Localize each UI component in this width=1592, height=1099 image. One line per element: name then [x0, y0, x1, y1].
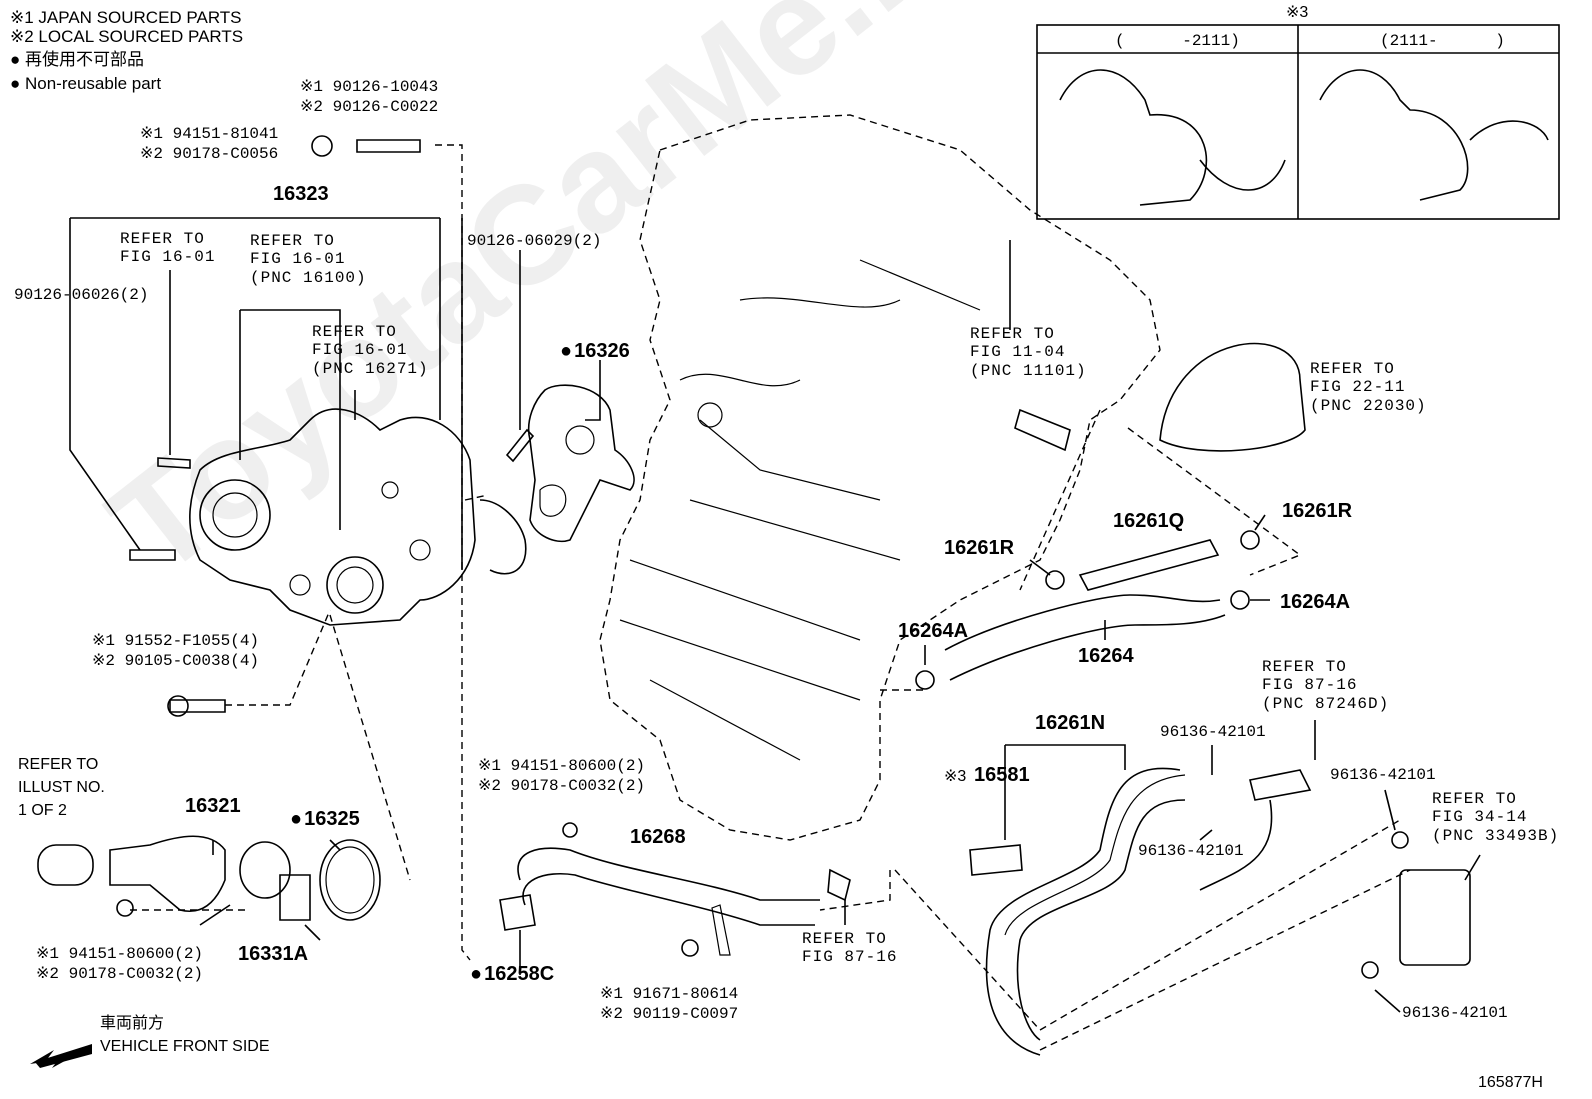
thermostat-group-drawing	[37, 835, 381, 921]
inset-column-left: ( -2111)	[1115, 32, 1240, 50]
label-90126-06029: 90126-06029(2)	[467, 232, 602, 250]
label-96136-42101-right: 96136-42101	[1330, 766, 1436, 784]
label-16323: 16323	[273, 183, 329, 205]
label-96136-42101-mid: 96136-42101	[1138, 842, 1244, 860]
label-90178-C0032-mid: ※2 90178-C0032(2)	[478, 777, 646, 795]
label-91671-80614: ※1 91671-80614	[600, 985, 739, 1003]
label-16268: 16268	[630, 826, 686, 848]
vehicle-front-en: VEHICLE FRONT SIDE	[100, 1038, 270, 1055]
label-90178-C0056: ※2 90178-C0056	[140, 145, 279, 163]
refer-illust-no: REFER TO ILLUST NO. 1 OF 2	[18, 756, 105, 820]
label-94151-80600-mid: ※1 94151-80600(2)	[478, 757, 646, 775]
pipe-16268-drawing	[499, 822, 851, 957]
label-90105-C0038: ※2 90105-C0038(4)	[92, 652, 260, 670]
label-16264A-right: 16264A	[1280, 591, 1351, 613]
refer-fig-87-16-bottom: REFER TO FIG 87-16	[802, 930, 898, 967]
engine-block-drawing	[599, 114, 1161, 841]
note-japan-sourced: ※1 JAPAN SOURCED PARTS	[10, 8, 242, 27]
label-16581: 16581	[974, 764, 1030, 786]
label-90126-C0022: ※2 90126-C0022	[300, 98, 439, 116]
label-16326: 16326	[560, 340, 630, 363]
label-16261R-left: 16261R	[944, 537, 1015, 559]
label-90178-C0032-left: ※2 90178-C0032(2)	[36, 965, 204, 983]
label-96136-42101-bottom: 96136-42101	[1402, 1004, 1508, 1022]
label-90119-C0097: ※2 90119-C0097	[600, 1005, 739, 1023]
label-91552-F1055: ※1 91552-F1055(4)	[92, 632, 260, 650]
label-16321: 16321	[185, 795, 241, 817]
label-96136-42101-top: 96136-42101	[1160, 723, 1266, 741]
refer-fig-22-11: REFER TO FIG 22-11 (PNC 22030)	[1310, 360, 1427, 415]
label-16325: 16325	[290, 808, 360, 831]
label-16581-marker: ※3	[944, 768, 967, 785]
label-16261R-right: 16261R	[1282, 500, 1353, 522]
label-16258C: 16258C	[470, 963, 554, 986]
inset-marker: ※3	[1286, 4, 1309, 21]
vehicle-front-arrow-drawing	[30, 1044, 92, 1068]
label-16261Q: 16261Q	[1113, 510, 1185, 532]
label-16264: 16264	[1078, 645, 1134, 667]
note-non-reusable-en: ● Non-reusable part	[10, 74, 162, 93]
refer-fig-16-01-c: REFER TO FIG 16-01 (PNC 16271)	[312, 323, 429, 378]
refer-fig-11-04: REFER TO FIG 11-04 (PNC 11101)	[970, 325, 1087, 380]
label-94151-81041: ※1 94151-81041	[140, 125, 279, 143]
note-non-reusable-jp: ● 再使用不可部品	[10, 50, 144, 69]
label-90126-06026: 90126-06026(2)	[14, 286, 149, 304]
label-94151-80600-left: ※1 94151-80600(2)	[36, 945, 204, 963]
leader-lines	[69, 144, 1481, 1051]
label-16261N: 16261N	[1035, 712, 1106, 734]
note-local-sourced: ※2 LOCAL SOURCED PARTS	[10, 27, 244, 46]
refer-fig-87-16-right: REFER TO FIG 87-16 (PNC 87246D)	[1262, 658, 1390, 713]
hoses-drawing	[915, 342, 1471, 1056]
label-16264A-left: 16264A	[898, 620, 969, 642]
inset-column-right: (2111- )	[1380, 32, 1505, 50]
refer-fig-16-01-b: REFER TO FIG 16-01 (PNC 16100)	[250, 232, 367, 287]
figure-number: 165877H	[1478, 1074, 1543, 1091]
vehicle-front-jp: 車両前方	[100, 1015, 165, 1032]
bolts-drawing	[129, 135, 535, 717]
water-pump-drawing	[189, 408, 527, 626]
label-16331A: 16331A	[238, 943, 309, 965]
gasket-16326-drawing	[527, 384, 635, 542]
refer-fig-34-14: REFER TO FIG 34-14 (PNC 33493B)	[1432, 790, 1560, 845]
refer-fig-16-01-a: REFER TO FIG 16-01	[120, 230, 216, 267]
clip-inset-drawing	[1036, 24, 1560, 220]
label-90126-10043: ※1 90126-10043	[300, 78, 439, 96]
